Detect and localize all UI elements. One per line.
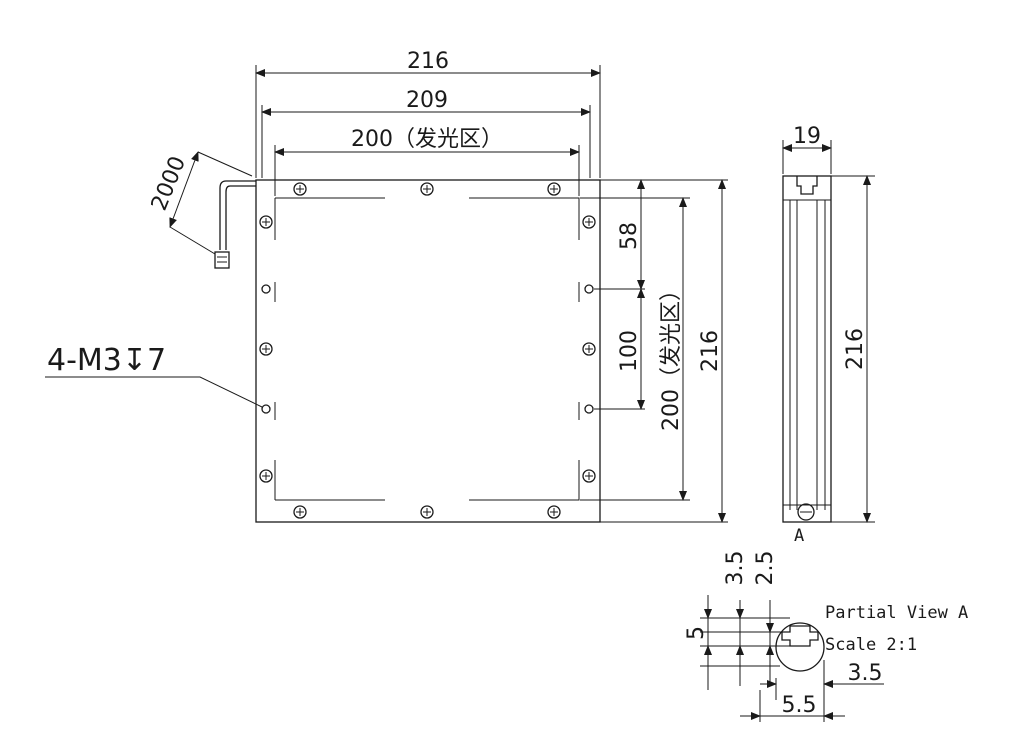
dim-side-view-19: 19 — [793, 124, 821, 149]
hole-spec-label: 4-M3↧7 — [47, 343, 166, 378]
side-profile-outline — [782, 175, 832, 523]
screw-icon — [259, 469, 273, 483]
plate-outline — [255, 179, 601, 523]
hole-callout: 4-M3↧7 — [45, 343, 263, 408]
partial-view-a: 3.5 2.5 5 3.5 5.5 Partial View A Scale 2… — [684, 551, 968, 722]
dim-detail-3-5-bottom: 3.5 — [848, 661, 883, 686]
dim-detail-3-5-top: 3.5 — [723, 551, 748, 586]
dim-side-58: 58 — [617, 222, 642, 250]
dim-detail-5-5: 5.5 — [782, 693, 817, 718]
dim-top-216: 216 — [407, 49, 449, 74]
cable-length-dimension: 2000 — [147, 151, 253, 255]
screw-icon — [582, 215, 596, 229]
screw-icon — [259, 215, 273, 229]
dim-side-216: 216 — [698, 330, 723, 372]
cable — [214, 180, 256, 269]
dim-detail-2-5-top: 2.5 — [753, 551, 778, 586]
dim-top-209: 209 — [406, 88, 448, 113]
screw-icon — [293, 505, 307, 519]
screw-icon — [582, 342, 596, 356]
tapped-holes — [261, 284, 594, 414]
screw-icons — [259, 182, 596, 519]
partial-view-scale: Scale 2:1 — [825, 635, 917, 655]
screw-icon — [582, 469, 596, 483]
screw-icon — [547, 182, 561, 196]
dim-detail-5: 5 — [684, 626, 709, 640]
screw-icon — [420, 505, 434, 519]
view-marker-a: A — [794, 526, 804, 546]
dim-side-view-216: 216 — [843, 328, 868, 370]
front-view: 216 209 200（发光区） 2000 58 100 200（发光区） 21… — [45, 49, 728, 523]
screw-icon — [420, 182, 434, 196]
dim-cable-2000: 2000 — [147, 153, 191, 214]
screw-icon — [293, 182, 307, 196]
screw-icon — [547, 505, 561, 519]
dim-side-100: 100 — [617, 330, 642, 372]
screw-icon — [259, 342, 273, 356]
partial-view-title: Partial View A — [825, 603, 968, 623]
emitting-area-outline — [274, 197, 580, 501]
side-view: A 19 216 — [782, 124, 875, 546]
detail-circle — [775, 622, 825, 672]
dim-top-200-emitting: 200（发光区） — [351, 127, 503, 152]
dim-side-200-emitting: 200（发光区） — [659, 279, 684, 431]
